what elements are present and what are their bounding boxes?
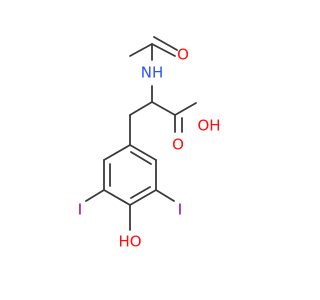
ring-bond-6 [103,144,131,161]
acid-o-label: O [172,136,184,154]
structural-formula: NH O OH O HO I I [78,36,221,251]
ring-double-1 [130,151,152,165]
bonds [85,36,197,231]
bond-alpha-carboxyl [151,101,176,116]
ring-bond-1 [129,144,157,161]
ring-bond-3 [129,189,157,206]
bond-acetyl-co [151,43,176,57]
iodo-left-label: I [78,201,82,219]
bond-carboxyl-oh [174,102,197,116]
ring-bond-4 [103,189,131,206]
bond-acetyl-co-double [153,36,178,51]
bond-ring-iodo-left [85,189,105,202]
atom-labels: NH O OH O HO I I [78,46,221,251]
acid-oh-label: OH [197,117,220,135]
bond-methyl-acetyl [129,43,153,57]
iodo-right-label: I [178,201,182,219]
bond-alpha-ch2 [129,101,153,116]
carbonyl-o-label: O [177,46,189,64]
ring-double-2 [130,186,151,199]
nh-label: NH [141,64,164,82]
bond-ring-iodo-right [155,189,175,202]
phenol-oh-label: HO [118,233,141,251]
